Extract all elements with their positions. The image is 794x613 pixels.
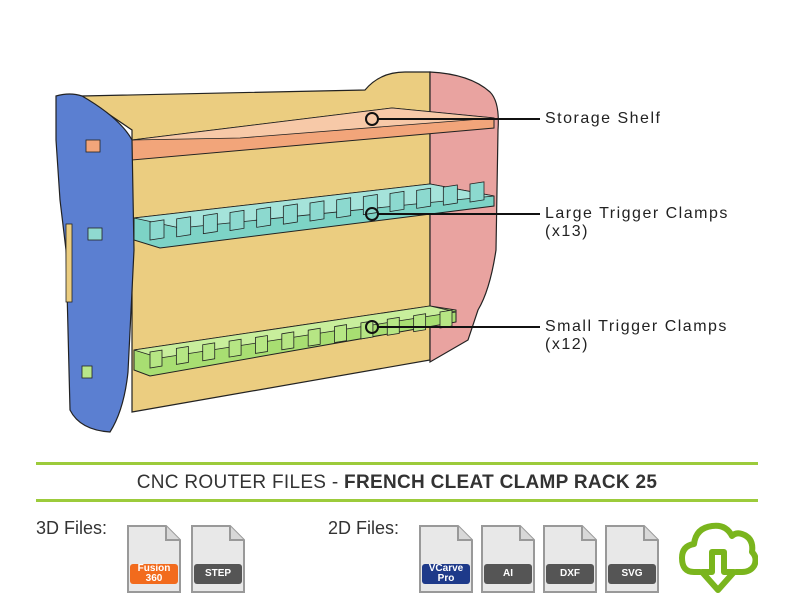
callout-storage-shelf: Storage Shelf bbox=[545, 110, 661, 128]
file-icon[interactable]: VCarve Pro bbox=[418, 524, 474, 594]
clamp-tooth bbox=[229, 209, 245, 231]
clamp-tooth bbox=[413, 313, 427, 333]
large-clamps-label: Large Trigger Clamps bbox=[545, 205, 729, 222]
clamp-tooth bbox=[334, 324, 347, 344]
clamp-tooth bbox=[256, 206, 272, 228]
clamp-tooth bbox=[176, 216, 192, 238]
title-prefix: CNC ROUTER FILES - bbox=[136, 472, 345, 493]
small-trigger-clamps bbox=[133, 305, 457, 377]
files-3d-label: 3D Files: bbox=[36, 518, 108, 538]
clamp-tooth bbox=[149, 349, 163, 369]
clamp-tooth bbox=[175, 345, 189, 365]
clamp-tooth bbox=[439, 309, 453, 329]
clamp-tooth bbox=[469, 181, 485, 203]
large-clamps-count: (x13) bbox=[545, 223, 589, 240]
file-format-badge: VCarve Pro bbox=[422, 564, 470, 584]
left-side-panel bbox=[55, 93, 135, 433]
cloud-download-icon[interactable] bbox=[678, 514, 759, 598]
clamp-tooth bbox=[255, 335, 268, 354]
clamp-tooth bbox=[228, 338, 242, 358]
file-icon[interactable]: AI bbox=[480, 524, 536, 594]
clamp-tooth bbox=[202, 213, 218, 235]
bottom-divider bbox=[36, 499, 758, 502]
clamp-tooth bbox=[307, 327, 321, 347]
clamp-tooth bbox=[389, 190, 405, 212]
file-icon[interactable]: DXF bbox=[542, 524, 598, 594]
clamp-tooth bbox=[416, 187, 432, 209]
clamp-tooth bbox=[336, 197, 352, 219]
clamp-tooth bbox=[281, 331, 295, 351]
top-divider bbox=[36, 462, 758, 465]
clamp-tooth bbox=[202, 342, 216, 362]
file-format-badge: SVG bbox=[608, 564, 656, 584]
file-icon[interactable]: STEP bbox=[190, 524, 246, 594]
clamp-tooth bbox=[442, 184, 458, 206]
file-icon[interactable]: SVG bbox=[604, 524, 660, 594]
storage-shelf-label: Storage Shelf bbox=[545, 110, 662, 127]
page-title: CNC ROUTER FILES - FRENCH CLEAT CLAMP RA… bbox=[0, 472, 794, 494]
clamp-tooth bbox=[149, 219, 165, 241]
file-format-badge: DXF bbox=[546, 564, 594, 584]
file-format-badge: STEP bbox=[194, 564, 242, 584]
small-clamps-label: Small Trigger Clamps bbox=[545, 318, 728, 335]
clamp-rack-diagram bbox=[55, 71, 540, 433]
title-product: FRENCH CLEAT CLAMP RACK 25 bbox=[344, 472, 658, 493]
right-side-panel bbox=[429, 71, 499, 364]
clamp-tooth bbox=[282, 203, 298, 225]
file-format-badge: Fusion 360 bbox=[130, 564, 178, 584]
callout-large-trigger-clamps: Large Trigger Clamps (x13) bbox=[545, 205, 729, 241]
file-format-badge: AI bbox=[484, 564, 532, 584]
clamp-tooth bbox=[309, 200, 325, 222]
files-2d-label: 2D Files: bbox=[328, 518, 400, 538]
callout-small-trigger-clamps: Small Trigger Clamps (x12) bbox=[545, 318, 728, 354]
small-clamps-count: (x12) bbox=[545, 336, 589, 353]
file-icon[interactable]: Fusion 360 bbox=[126, 524, 182, 594]
